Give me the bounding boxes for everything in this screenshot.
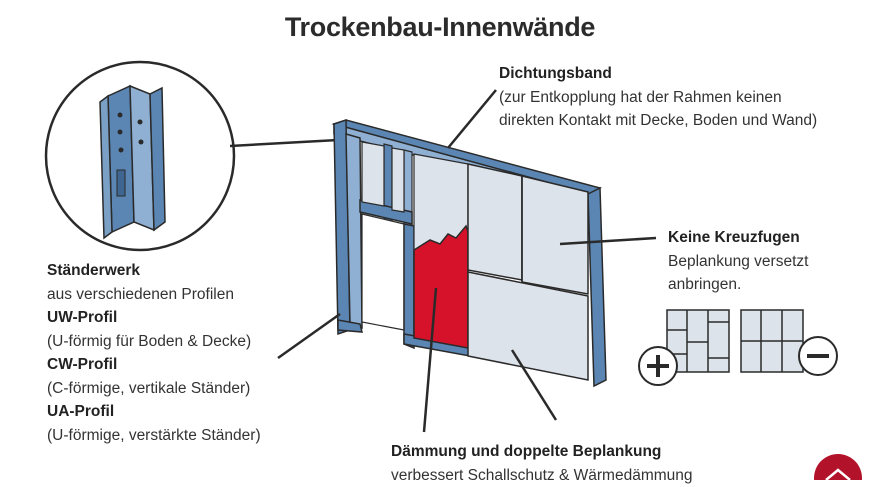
cw-profil-heading: CW-Profil [47,353,261,377]
ua-profil-heading: UA-Profil [47,400,261,424]
plus-icon [639,347,677,385]
staenderwerk-intro: aus verschiedenen Profilen [47,283,261,307]
uw-profil-text: (U-förmig für Boden & Decke) [47,330,261,354]
kreuzfugen-heading: Keine Kreuzfugen [668,226,808,250]
uw-profil-heading: UW-Profil [47,306,261,330]
label-kreuzfugen: Keine Kreuzfugen Beplankung versetzt anb… [668,226,808,297]
kreuzfugen-line1: Beplankung versetzt [668,250,808,274]
minus-icon [799,337,837,375]
insulation [414,226,468,348]
staenderwerk-heading: Ständerwerk [47,259,261,283]
kreuzfugen-line2: anbringen. [668,273,808,297]
label-staenderwerk: Ständerwerk aus verschiedenen Profilen U… [47,259,261,447]
cw-profil-text: (C-förmige, vertikale Ständer) [47,377,261,401]
daemmung-line1: verbessert Schallschutz & Wärmedämmung [391,464,693,487]
profile-zoom-circle [46,62,234,250]
dichtungsband-line2: direkten Kontakt mit Decke, Boden und Wa… [499,109,817,133]
boards [468,164,588,380]
cross-joint-layout-example [741,310,803,372]
dichtungsband-line1: (zur Entkopplung hat der Rahmen keinen [499,86,817,110]
daemmung-heading: Dämmung und doppelte Beplankung [391,440,693,464]
ua-profil-text: (U-förmige, verstärkte Ständer) [47,424,261,448]
house-logo-icon [814,454,862,480]
dichtungsband-heading: Dichtungsband [499,62,817,86]
label-dichtungsband: Dichtungsband (zur Entkopplung hat der R… [499,62,817,133]
